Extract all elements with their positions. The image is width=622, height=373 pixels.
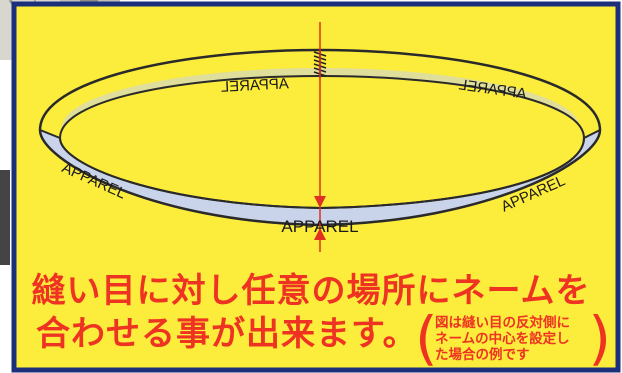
downward-arrow-icon <box>314 196 326 208</box>
note-close-paren: ) <box>588 304 611 372</box>
band-label-front-center: APPAREL <box>281 217 358 236</box>
caption-line-2: 合わせる事が出来ます。 <box>36 314 418 354</box>
note-line-3: た場合の例です <box>435 347 530 363</box>
note-line-2: ネームの中心を設定し <box>435 331 570 347</box>
note-open-paren: ( <box>415 304 438 372</box>
ring-outer-edge <box>38 48 602 227</box>
band-label-back-left: APPAREL <box>220 75 289 96</box>
note-line-1: 図は縫い目の反対側に <box>435 315 570 331</box>
upward-arrow-icon <box>314 228 326 240</box>
note-box: ( 図は縫い目の反対側に ネームの中心を設定し た場合の例です ) <box>415 304 611 372</box>
caption-line-1: 縫い目に対し任意の場所にネームを <box>31 271 591 311</box>
seam-arrow <box>314 22 326 252</box>
ring-inner-edge <box>58 74 586 210</box>
